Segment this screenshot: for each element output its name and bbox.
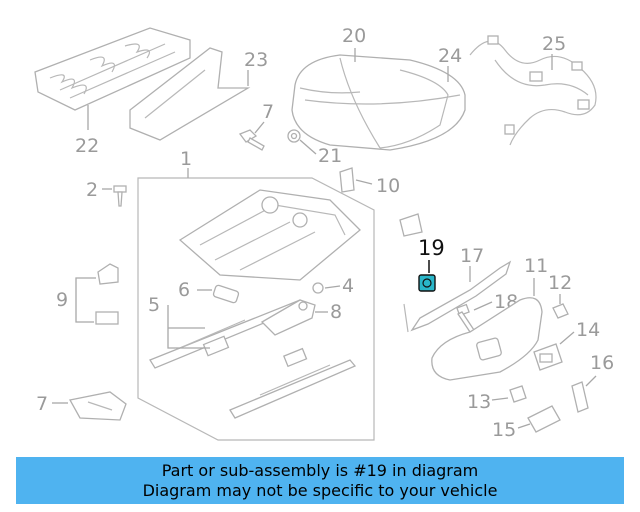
part-14-knob	[533, 343, 563, 371]
label-16: 16	[590, 352, 614, 374]
part-17-rod	[403, 260, 512, 333]
seat-rails	[149, 299, 357, 419]
label-13: 13	[467, 391, 491, 413]
part-21-clip	[287, 129, 301, 143]
banner-line-2: Diagram may not be specific to your vehi…	[142, 480, 498, 500]
label-12: 12	[548, 272, 572, 294]
part-19-switch[interactable]	[418, 274, 436, 292]
label-11: 11	[524, 255, 548, 277]
part-4-nut	[312, 282, 324, 294]
part-22-cushion-cover	[379, 69, 449, 149]
part-10-clip	[339, 167, 423, 237]
label-19: 19	[418, 236, 445, 260]
seat-frame	[178, 189, 361, 281]
label-25: 25	[542, 33, 566, 55]
part-13-clip	[509, 385, 527, 403]
label-10: 10	[376, 175, 400, 197]
label-14: 14	[576, 319, 600, 341]
part-6-motor	[212, 284, 240, 304]
part-2-screw	[113, 185, 127, 207]
part-20-seat-cushion	[291, 54, 466, 151]
label-21: 21	[318, 145, 342, 167]
info-banner: Part or sub-assembly is #19 in diagram D…	[16, 457, 624, 504]
label-22: 24	[438, 45, 462, 67]
label-1: 1	[180, 148, 192, 170]
part-16-trim	[571, 381, 589, 413]
part-23-heater-mat	[34, 27, 191, 111]
label-23: 22	[75, 135, 99, 157]
part-11-side-shield	[431, 297, 543, 381]
part-7-motor-assembly	[68, 391, 127, 421]
label-17: 17	[460, 245, 484, 267]
label-24: 23	[244, 49, 268, 71]
part-12-clip	[552, 303, 569, 319]
label-9: 9	[56, 289, 68, 311]
label-6: 6	[178, 279, 190, 301]
label-4: 4	[342, 275, 354, 297]
label-15: 15	[492, 419, 516, 441]
label-3: 7	[262, 101, 274, 123]
label-7: 7	[36, 393, 48, 415]
parts-diagram: 22 23 7 20 24 21 25	[34, 25, 614, 441]
part-9-connectors	[95, 263, 119, 325]
part-24-trim-strip	[129, 47, 251, 141]
label-2: 2	[86, 179, 98, 201]
part-15-cover	[527, 405, 561, 433]
label-20: 20	[342, 25, 366, 47]
part-18-screw	[456, 303, 475, 333]
part-8-motor	[260, 299, 316, 336]
label-5: 5	[148, 294, 160, 316]
label-8: 8	[330, 301, 342, 323]
banner-line-1: Part or sub-assembly is #19 in diagram	[161, 460, 479, 480]
part-3-bolt	[238, 129, 265, 151]
part-25-wire-harness	[469, 35, 597, 146]
assembly-1-frame	[137, 168, 375, 441]
